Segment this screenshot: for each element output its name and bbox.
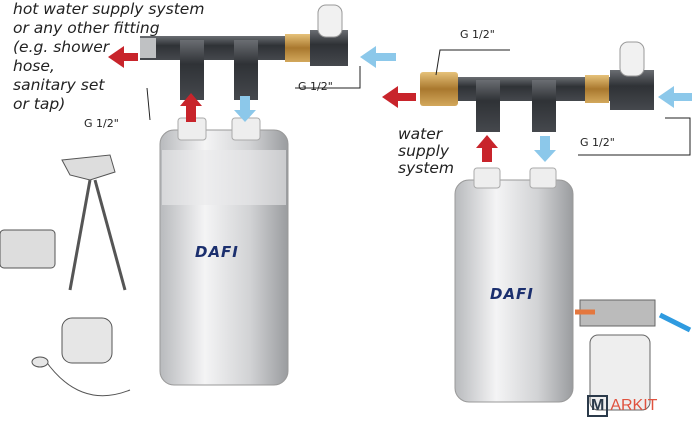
inlet-line: system (398, 159, 455, 177)
thread-label-left-inlet: G 1/2" (298, 80, 333, 93)
outlet-line: (e.g. shower (13, 38, 110, 56)
pointer-line (146, 87, 151, 121)
watermark-mark: M (587, 395, 609, 417)
hot-up-arrow-left (180, 93, 202, 122)
outlet-line: hot water supply system (13, 0, 205, 18)
cold-inlet-arrow-left (360, 46, 396, 68)
brand-logo-left: DAFI (195, 243, 239, 261)
inlet-line: supply (398, 142, 450, 160)
outlet-line: or tap) (13, 95, 66, 113)
cold-down-arrow-right (534, 136, 556, 162)
outlet-line: hose, (13, 57, 55, 75)
outlet-line: or any other fitting (13, 19, 160, 37)
sink-tap-thumbnail (0, 154, 127, 291)
hot-outlet-arrow-left (108, 46, 138, 68)
cold-down-arrow-left (234, 96, 256, 122)
thread-label-left-outlet: G 1/2" (84, 117, 119, 130)
brand-logo-right: DAFI (490, 285, 534, 303)
inlet-line: water (398, 125, 443, 143)
pointer-line (578, 117, 691, 156)
cold-inlet-arrow-right (658, 86, 692, 108)
pointer-line (295, 66, 361, 89)
pointer-line (435, 49, 510, 76)
right-heater (454, 167, 574, 403)
watermark-text: ARKIT (610, 397, 658, 414)
left-heater (159, 117, 289, 386)
inlet-description: water supply system (398, 126, 454, 177)
thread-label-right-outlet: G 1/2" (460, 28, 495, 41)
right-manifold (420, 41, 654, 132)
hot-outlet-arrow-right (382, 86, 416, 108)
left-manifold (140, 4, 348, 100)
small-heater-thumbnail (575, 299, 692, 411)
outlet-description: hot water supply system or any other fit… (13, 0, 204, 114)
outlet-line: sanitary set (13, 76, 105, 94)
thread-label-right-inlet: G 1/2" (580, 136, 615, 149)
shower-thumbnail (31, 317, 131, 397)
hot-up-arrow-right (476, 135, 498, 162)
